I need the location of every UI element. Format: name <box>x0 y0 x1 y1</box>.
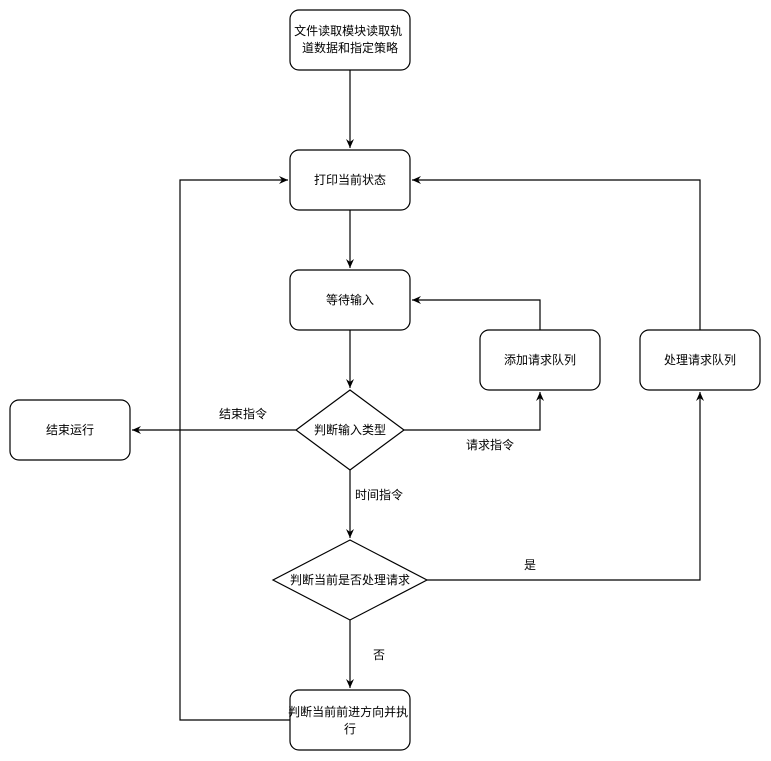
node-end-run-label: 结束运行 <box>46 423 94 437</box>
node-judge-input-label: 判断输入类型 <box>314 422 386 437</box>
node-judge-input: 判断输入类型 <box>294 389 406 471</box>
node-process-queue-label: 处理请求队列 <box>664 352 736 367</box>
node-wait-input: 等待输入 <box>289 269 411 331</box>
node-judge-process: 判断当前是否处理请求 <box>271 539 429 621</box>
svg-text:文件读取模块读取轨 道数据和指定策略: 文件读取模块读取轨 道数据和指定策略 <box>294 23 406 55</box>
edge-label-request-cmd: 请求指令 <box>466 437 514 452</box>
edge-process-judge-to-queue <box>427 392 704 581</box>
edge-judge-to-add <box>404 392 544 431</box>
edge-label-yes: 是 <box>524 558 536 572</box>
edge-label-time-cmd: 时间指令 <box>355 487 403 502</box>
edge-label-end-cmd: 结束指令 <box>219 406 267 421</box>
node-judge-direction-line-1: 判断当前前进方向并执 <box>288 704 408 719</box>
node-read-file: 文件读取模块读取轨 道数据和指定策略 <box>289 9 411 71</box>
edge-queue-to-print <box>412 176 701 330</box>
node-wait-input-label: 等待输入 <box>326 292 374 307</box>
node-end-run: 结束运行 <box>9 399 131 461</box>
node-process-queue: 处理请求队列 <box>639 329 761 391</box>
edge-direction-to-print <box>179 176 290 721</box>
node-add-queue-label: 添加请求队列 <box>504 352 576 367</box>
node-judge-process-label: 判断当前是否处理请求 <box>290 572 410 587</box>
node-print-state: 打印当前状态 <box>289 149 411 211</box>
node-print-state-label: 打印当前状态 <box>314 172 386 187</box>
svg-text:判断当前前进方向并执 行: 判断当前前进方向并执 行 <box>288 704 412 736</box>
node-judge-direction-line-2: 行 <box>344 722 356 736</box>
node-read-file-line-1: 文件读取模块读取轨 <box>294 23 402 38</box>
node-judge-direction: 判断当前前进方向并执 行 <box>288 689 412 751</box>
edge-add-to-wait <box>412 296 541 330</box>
node-add-queue: 添加请求队列 <box>479 329 601 391</box>
edge-label-no: 否 <box>373 648 385 662</box>
node-read-file-line-2: 道数据和指定策略 <box>302 40 398 55</box>
